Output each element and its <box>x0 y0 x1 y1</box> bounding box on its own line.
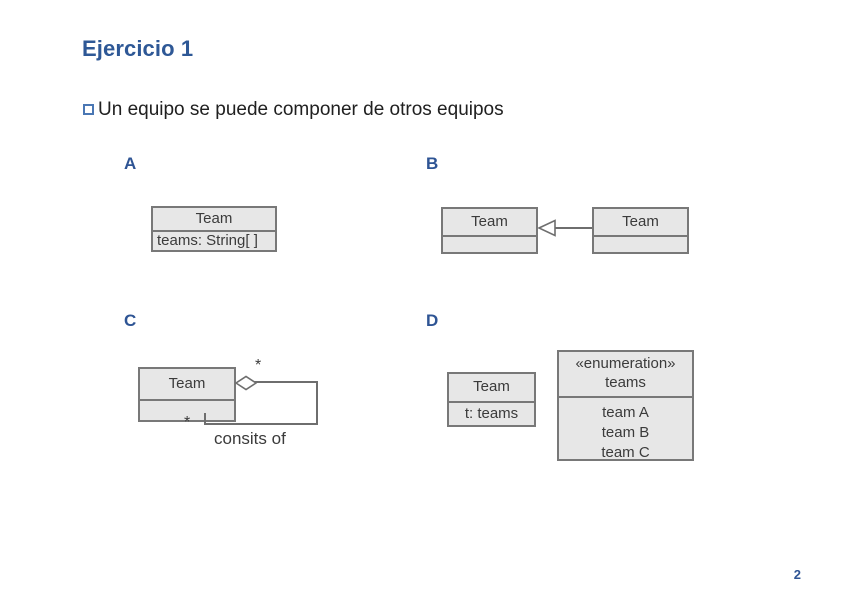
multiplicity-top-c: * <box>255 357 262 374</box>
page-title: Ejercicio 1 <box>82 36 194 61</box>
self-association-loop <box>204 375 320 427</box>
uml-enumeration-box-d: «enumeration» teams team A team B team C <box>557 350 694 461</box>
class-name-c: Team <box>168 374 206 392</box>
connector-segment-top <box>254 381 318 383</box>
generalization-line <box>538 226 592 230</box>
class-attribute-d: t: teams <box>449 401 534 425</box>
uml-class-box-c: Team <box>138 367 236 422</box>
page-number: 2 <box>793 567 801 582</box>
option-letter-a: A <box>124 154 137 173</box>
aggregation-diamond-icon <box>235 375 257 391</box>
option-letter-d: D <box>426 311 439 330</box>
generalization-arrowhead-icon <box>538 219 556 237</box>
class-attributes-b-left <box>443 235 536 252</box>
connector-segment-right <box>316 381 318 425</box>
connector-segment-left <box>204 413 206 425</box>
class-attribute-a: teams: String[ ] <box>153 230 275 250</box>
uml-class-box-b-right: Team <box>592 207 689 254</box>
connector-line <box>554 227 592 229</box>
class-attributes-b-right <box>594 235 687 252</box>
enumeration-literal: team C <box>601 444 650 461</box>
class-name-d: Team <box>473 378 510 396</box>
association-label-c: consits of <box>214 429 286 448</box>
bullet-text: Un equipo se puede componer de otros equ… <box>98 99 504 120</box>
uml-class-box-d: Team t: teams <box>447 372 536 427</box>
uml-class-box-b-left: Team <box>441 207 538 254</box>
option-letter-b: B <box>426 154 439 173</box>
class-name-b-left: Team <box>471 212 508 230</box>
enumeration-stereotype: «enumeration» <box>575 355 676 372</box>
enumeration-literal: team A <box>602 403 649 421</box>
class-name-b-right: Team <box>622 212 659 230</box>
class-name-a: Team <box>195 209 233 227</box>
bullet-item: Un equipo se puede componer de otros equ… <box>83 98 504 122</box>
enumeration-header: «enumeration» teams <box>559 352 692 396</box>
enumeration-literal: team B <box>601 423 650 441</box>
enumeration-literals: team A team B team C <box>559 395 692 469</box>
option-letter-c: C <box>124 311 137 330</box>
connector-segment-bottom <box>204 423 318 425</box>
multiplicity-bottom-c: * <box>184 414 191 431</box>
class-attributes-c <box>140 399 234 420</box>
square-bullet-icon <box>83 104 94 115</box>
enumeration-name: teams <box>605 373 646 391</box>
uml-class-box-a: Team teams: String[ ] <box>151 206 277 252</box>
